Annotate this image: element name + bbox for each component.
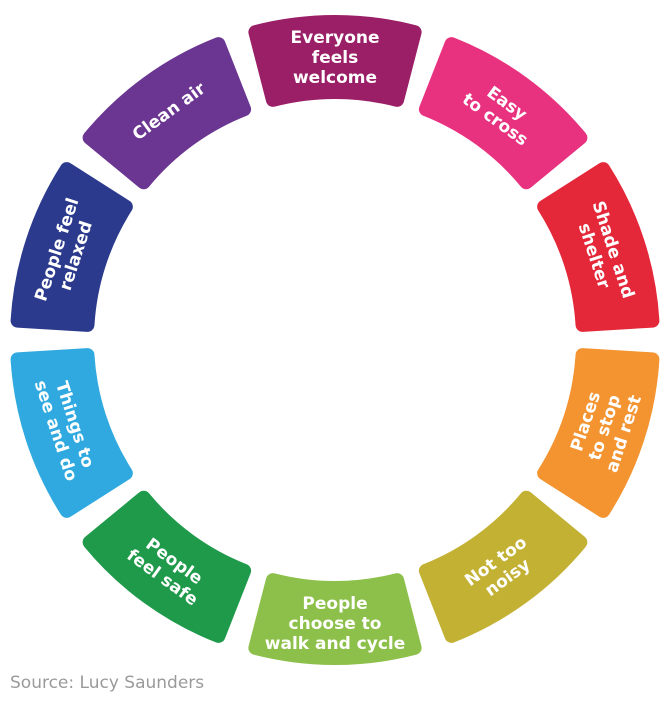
segment-shape — [418, 37, 588, 190]
segment-shape — [10, 162, 133, 332]
segment-shape — [537, 162, 660, 332]
segment-label-line: Everyone — [290, 28, 379, 48]
wheel-segment: Shade andshelter — [537, 162, 660, 332]
segment-shape — [418, 490, 588, 643]
segment-shape — [248, 573, 422, 665]
segment-shape — [82, 37, 252, 190]
segment-label-line: walk and cycle — [265, 634, 405, 654]
segment-label-line: choose to — [289, 614, 382, 634]
wheel-segment: Peoplefeel safe — [82, 490, 252, 643]
segment-shape — [537, 348, 660, 518]
wheel-segment: Not toonoisy — [418, 490, 588, 643]
segment-label-line: welcome — [293, 68, 377, 88]
wheel-segment: Things tosee and do — [10, 348, 133, 518]
wheel-segment: Clean air — [82, 37, 252, 190]
segment-shape — [10, 348, 133, 518]
wheel-segment: Easyto cross — [418, 37, 588, 190]
source-caption: Source: Lucy Saunders — [10, 673, 205, 693]
wheel-segment: People feelrelaxed — [10, 162, 133, 332]
segment-shape — [82, 490, 252, 643]
segment-label-line: feels — [312, 48, 358, 68]
wheel-segment: Placesto stopand rest — [537, 348, 660, 518]
segment-shape — [248, 15, 422, 107]
segment-label-line: People — [302, 594, 367, 614]
